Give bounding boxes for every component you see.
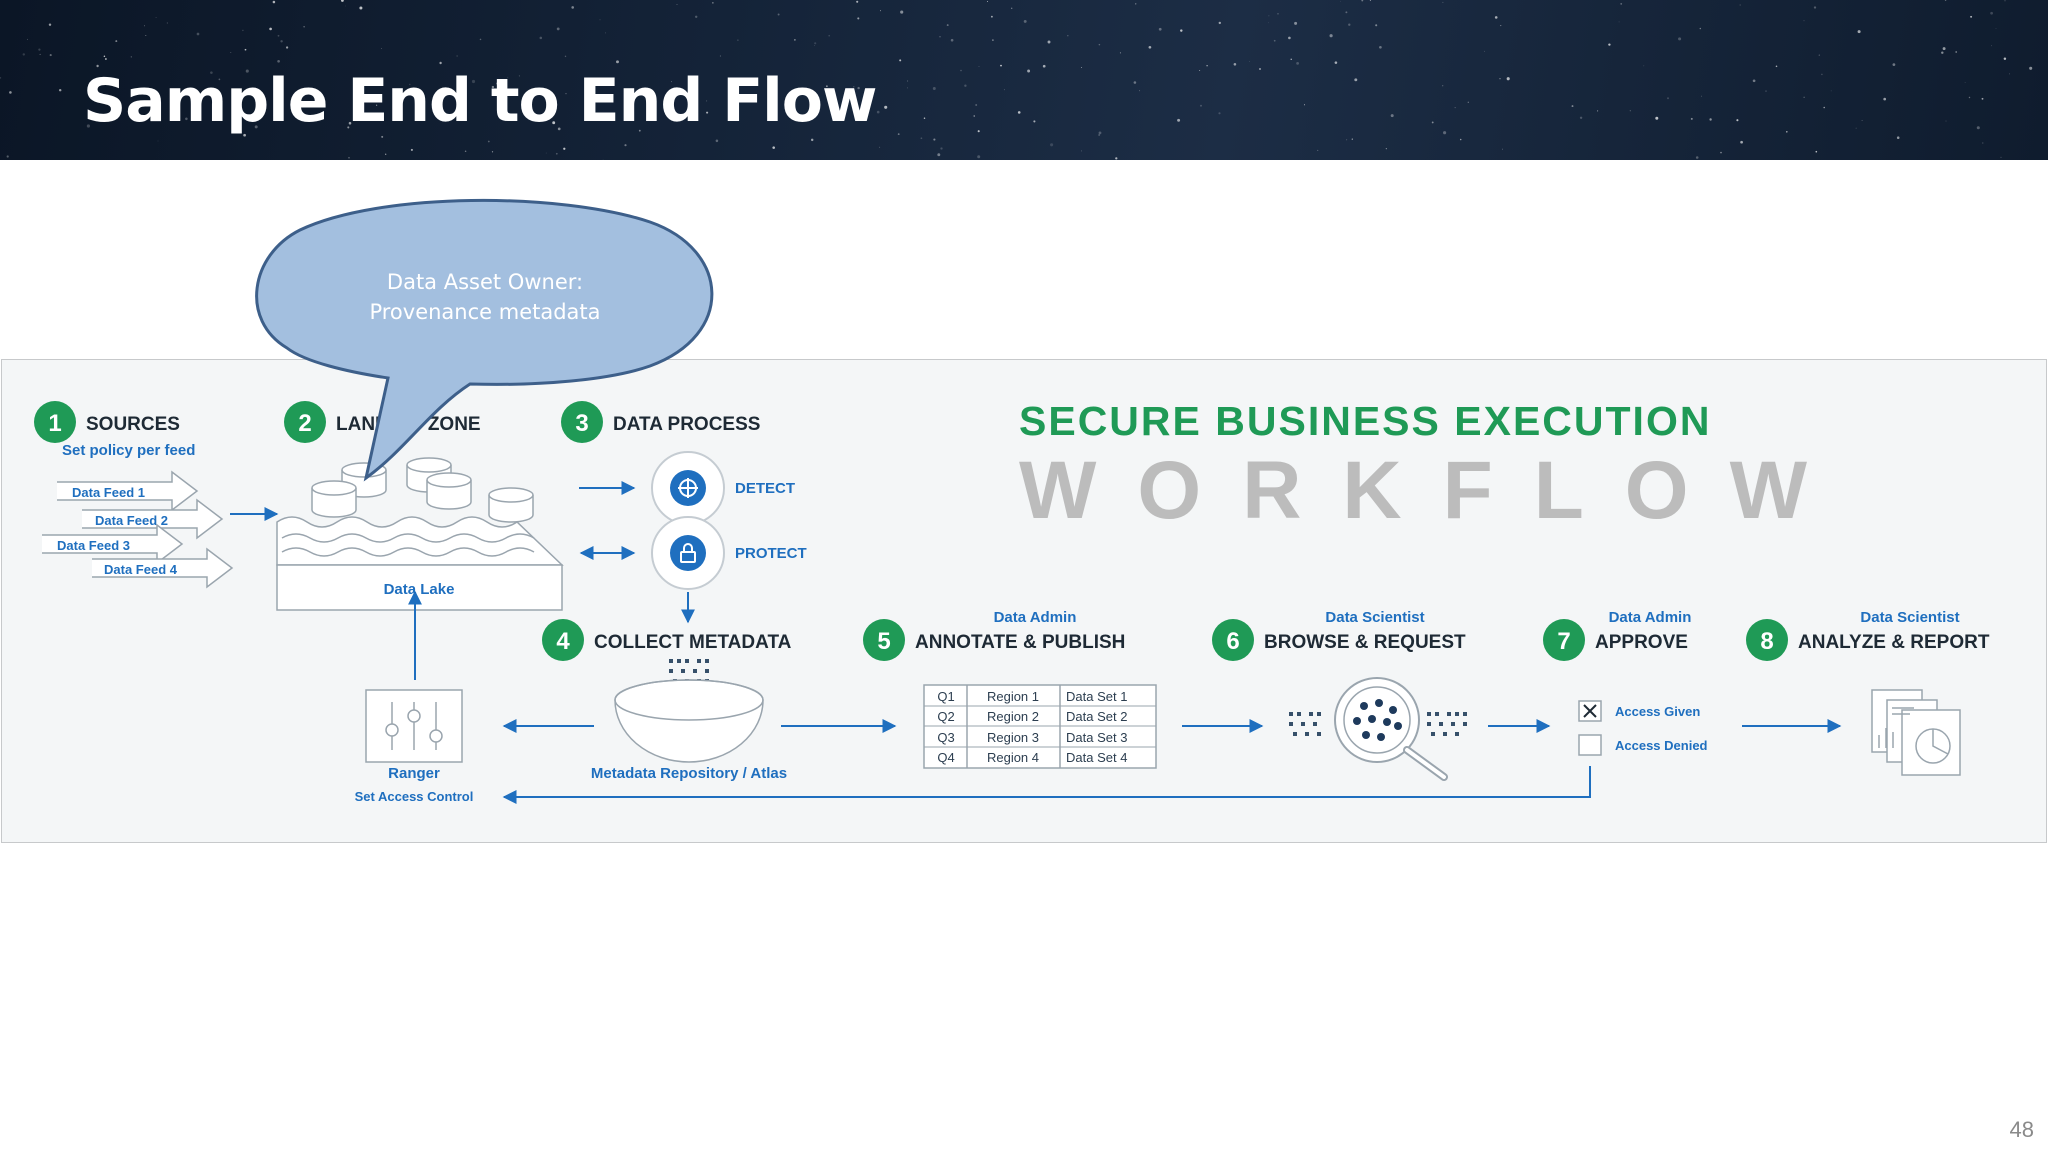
table-cell: Q4 (937, 750, 954, 765)
ranger-label: Ranger (388, 765, 440, 782)
data-feed-4: Data Feed 4 (92, 547, 234, 589)
table-cell: Data Set 1 (1066, 689, 1127, 704)
access-denied-label: Access Denied (1615, 738, 1708, 753)
data-lake-label: Data Lake (384, 581, 455, 598)
protect-label: PROTECT (735, 545, 807, 562)
step-4-badge: 4 COLLECT METADATA (542, 619, 792, 661)
step-label: BROWSE & REQUEST (1264, 632, 1466, 653)
access-denied-option: Access Denied (1578, 734, 1708, 756)
step-role: Data Scientist (1860, 609, 1959, 626)
step-role: Data Admin (1609, 609, 1692, 626)
lock-icon (680, 543, 696, 563)
step-3-badge: 3 DATA PROCESS (561, 401, 760, 443)
slide-header: Sample End to End Flow (0, 0, 2048, 160)
table-cell: Region 3 (987, 730, 1039, 745)
step-number: 1 (48, 410, 61, 437)
step-role: Data Scientist (1325, 609, 1424, 626)
step-number: 8 (1760, 628, 1773, 655)
step-5-badge: Data Admin 5 ANNOTATE & PUBLISH (863, 609, 1125, 661)
sources-policy-text: Set policy per feed (62, 442, 195, 459)
table-cell: Data Set 4 (1066, 750, 1127, 765)
data-feed-label: Data Feed 4 (104, 562, 178, 577)
detect-node: DETECT (651, 451, 795, 525)
access-given-label: Access Given (1615, 704, 1700, 719)
step-number: 5 (877, 628, 890, 655)
step-label: ANALYZE & REPORT (1798, 632, 1990, 653)
callout-line-2: Provenance metadata (369, 300, 601, 324)
table-cell: Region 1 (987, 689, 1039, 704)
step-7-badge: Data Admin 7 APPROVE (1543, 609, 1691, 661)
step-label: ANNOTATE & PUBLISH (915, 632, 1125, 653)
data-feed-3: Data Feed 3 (42, 523, 184, 565)
workflow-diagram: SECURE BUSINESS EXECUTION WORKFLOW 1 SOU… (34, 398, 1990, 804)
dataset-table: Q1 Region 1 Data Set 1 Q2 Region 2 Data … (923, 684, 1157, 769)
step-number: 7 (1557, 628, 1570, 655)
step-number: 3 (575, 410, 588, 437)
step-label: APPROVE (1595, 632, 1688, 653)
table-cell: Q3 (937, 730, 954, 745)
data-feed-label: Data Feed 2 (95, 513, 168, 528)
step-label: LANDING ZONE (336, 414, 481, 435)
table-cell: Q2 (937, 709, 954, 724)
step-1-badge: 1 SOURCES (34, 401, 180, 443)
table-cell: Region 2 (987, 709, 1039, 724)
access-given-option: Access Given (1578, 700, 1700, 722)
starfield-background (0, 0, 2033, 160)
data-feed-label: Data Feed 3 (57, 538, 130, 553)
slide-title: Sample End to End Flow (83, 66, 877, 136)
page-number: 48 (2009, 1117, 2034, 1142)
step-number: 6 (1226, 628, 1239, 655)
step-number: 2 (298, 410, 311, 437)
step-label: DATA PROCESS (613, 414, 760, 435)
workflow-heading-bottom: WORKFLOW (1019, 445, 1808, 536)
table-cell: Q1 (937, 689, 954, 704)
ranger-sublabel: Set Access Control (355, 789, 474, 804)
data-feed-2: Data Feed 2 (82, 498, 224, 540)
step-8-badge: Data Scientist 8 ANALYZE & REPORT (1746, 609, 1990, 661)
detect-label: DETECT (735, 480, 795, 497)
table-cell: Data Set 3 (1066, 730, 1127, 745)
callout-line-1: Data Asset Owner: (386, 270, 584, 294)
data-feed-1: Data Feed 1 (57, 470, 199, 512)
table-cell: Data Set 2 (1066, 709, 1127, 724)
step-label: SOURCES (86, 414, 180, 435)
sliders-icon (385, 702, 443, 750)
metadata-repository-icon: Metadata Repository / Atlas (591, 659, 787, 782)
step-label: COLLECT METADATA (594, 632, 792, 653)
step-2-badge: 2 LANDING ZONE (284, 401, 481, 443)
ranger-node: Ranger Set Access Control (355, 689, 474, 804)
metadata-repository-label: Metadata Repository / Atlas (591, 765, 787, 782)
data-lake-icon: Data Lake (276, 457, 564, 611)
callout-text: Data Asset Owner: Provenance metadata (300, 267, 670, 327)
magnifier-search-icon (1289, 677, 1467, 781)
report-documents-icon (1871, 689, 1961, 776)
data-feed-label: Data Feed 1 (72, 485, 145, 500)
step-6-badge: Data Scientist 6 BROWSE & REQUEST (1212, 609, 1466, 661)
table-cell: Region 4 (987, 750, 1039, 765)
step-number: 4 (556, 628, 570, 655)
workflow-panel: SECURE BUSINESS EXECUTION WORKFLOW 1 SOU… (1, 359, 2047, 843)
step-role: Data Admin (994, 609, 1077, 626)
protect-node: PROTECT (651, 516, 807, 590)
workflow-heading-top: SECURE BUSINESS EXECUTION (1019, 398, 1711, 444)
